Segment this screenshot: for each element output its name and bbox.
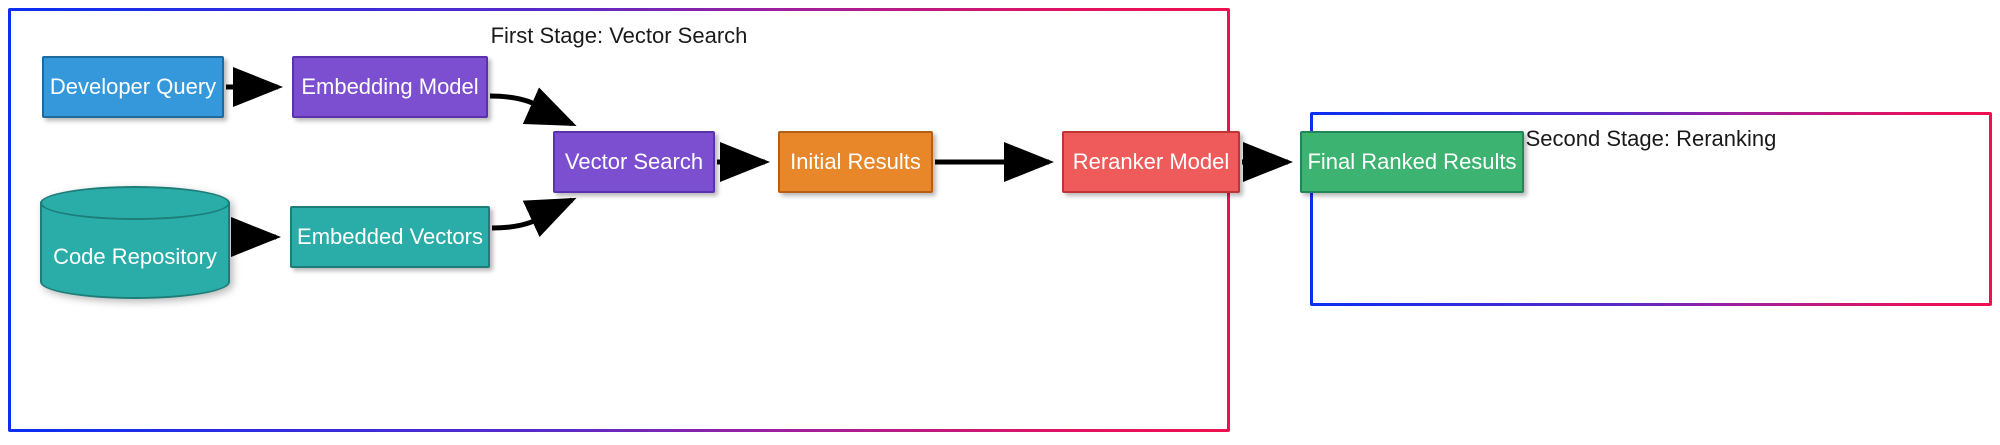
node-code-repository[interactable]: Code Repository xyxy=(40,186,230,299)
node-reranker-model[interactable]: Reranker Model xyxy=(1062,131,1240,193)
node-initial-results[interactable]: Initial Results xyxy=(778,131,933,193)
node-developer-query[interactable]: Developer Query xyxy=(42,56,224,118)
node-label-code-repository: Code Repository xyxy=(53,244,217,269)
cylinder-top-ellipse xyxy=(40,186,230,220)
node-embedding-model[interactable]: Embedding Model xyxy=(292,56,488,118)
node-vector-search[interactable]: Vector Search xyxy=(553,131,715,193)
node-label-developer-query: Developer Query xyxy=(49,74,217,100)
node-label-vector-search: Vector Search xyxy=(564,149,704,175)
node-label-final-ranked-results: Final Ranked Results xyxy=(1307,149,1517,175)
node-label-embedded-vectors: Embedded Vectors xyxy=(297,224,483,250)
node-final-ranked-results[interactable]: Final Ranked Results xyxy=(1300,131,1524,193)
stage-title-first: First Stage: Vector Search xyxy=(490,23,748,48)
node-label-initial-results: Initial Results xyxy=(790,149,921,175)
stage-title-second: Second Stage: Reranking xyxy=(1525,126,1777,151)
stage-container-second: Second Stage: Reranking xyxy=(1310,112,1992,306)
node-embedded-vectors[interactable]: Embedded Vectors xyxy=(290,206,490,268)
node-label-reranker-model: Reranker Model xyxy=(1072,149,1230,175)
node-label-embedding-model: Embedding Model xyxy=(301,74,479,100)
